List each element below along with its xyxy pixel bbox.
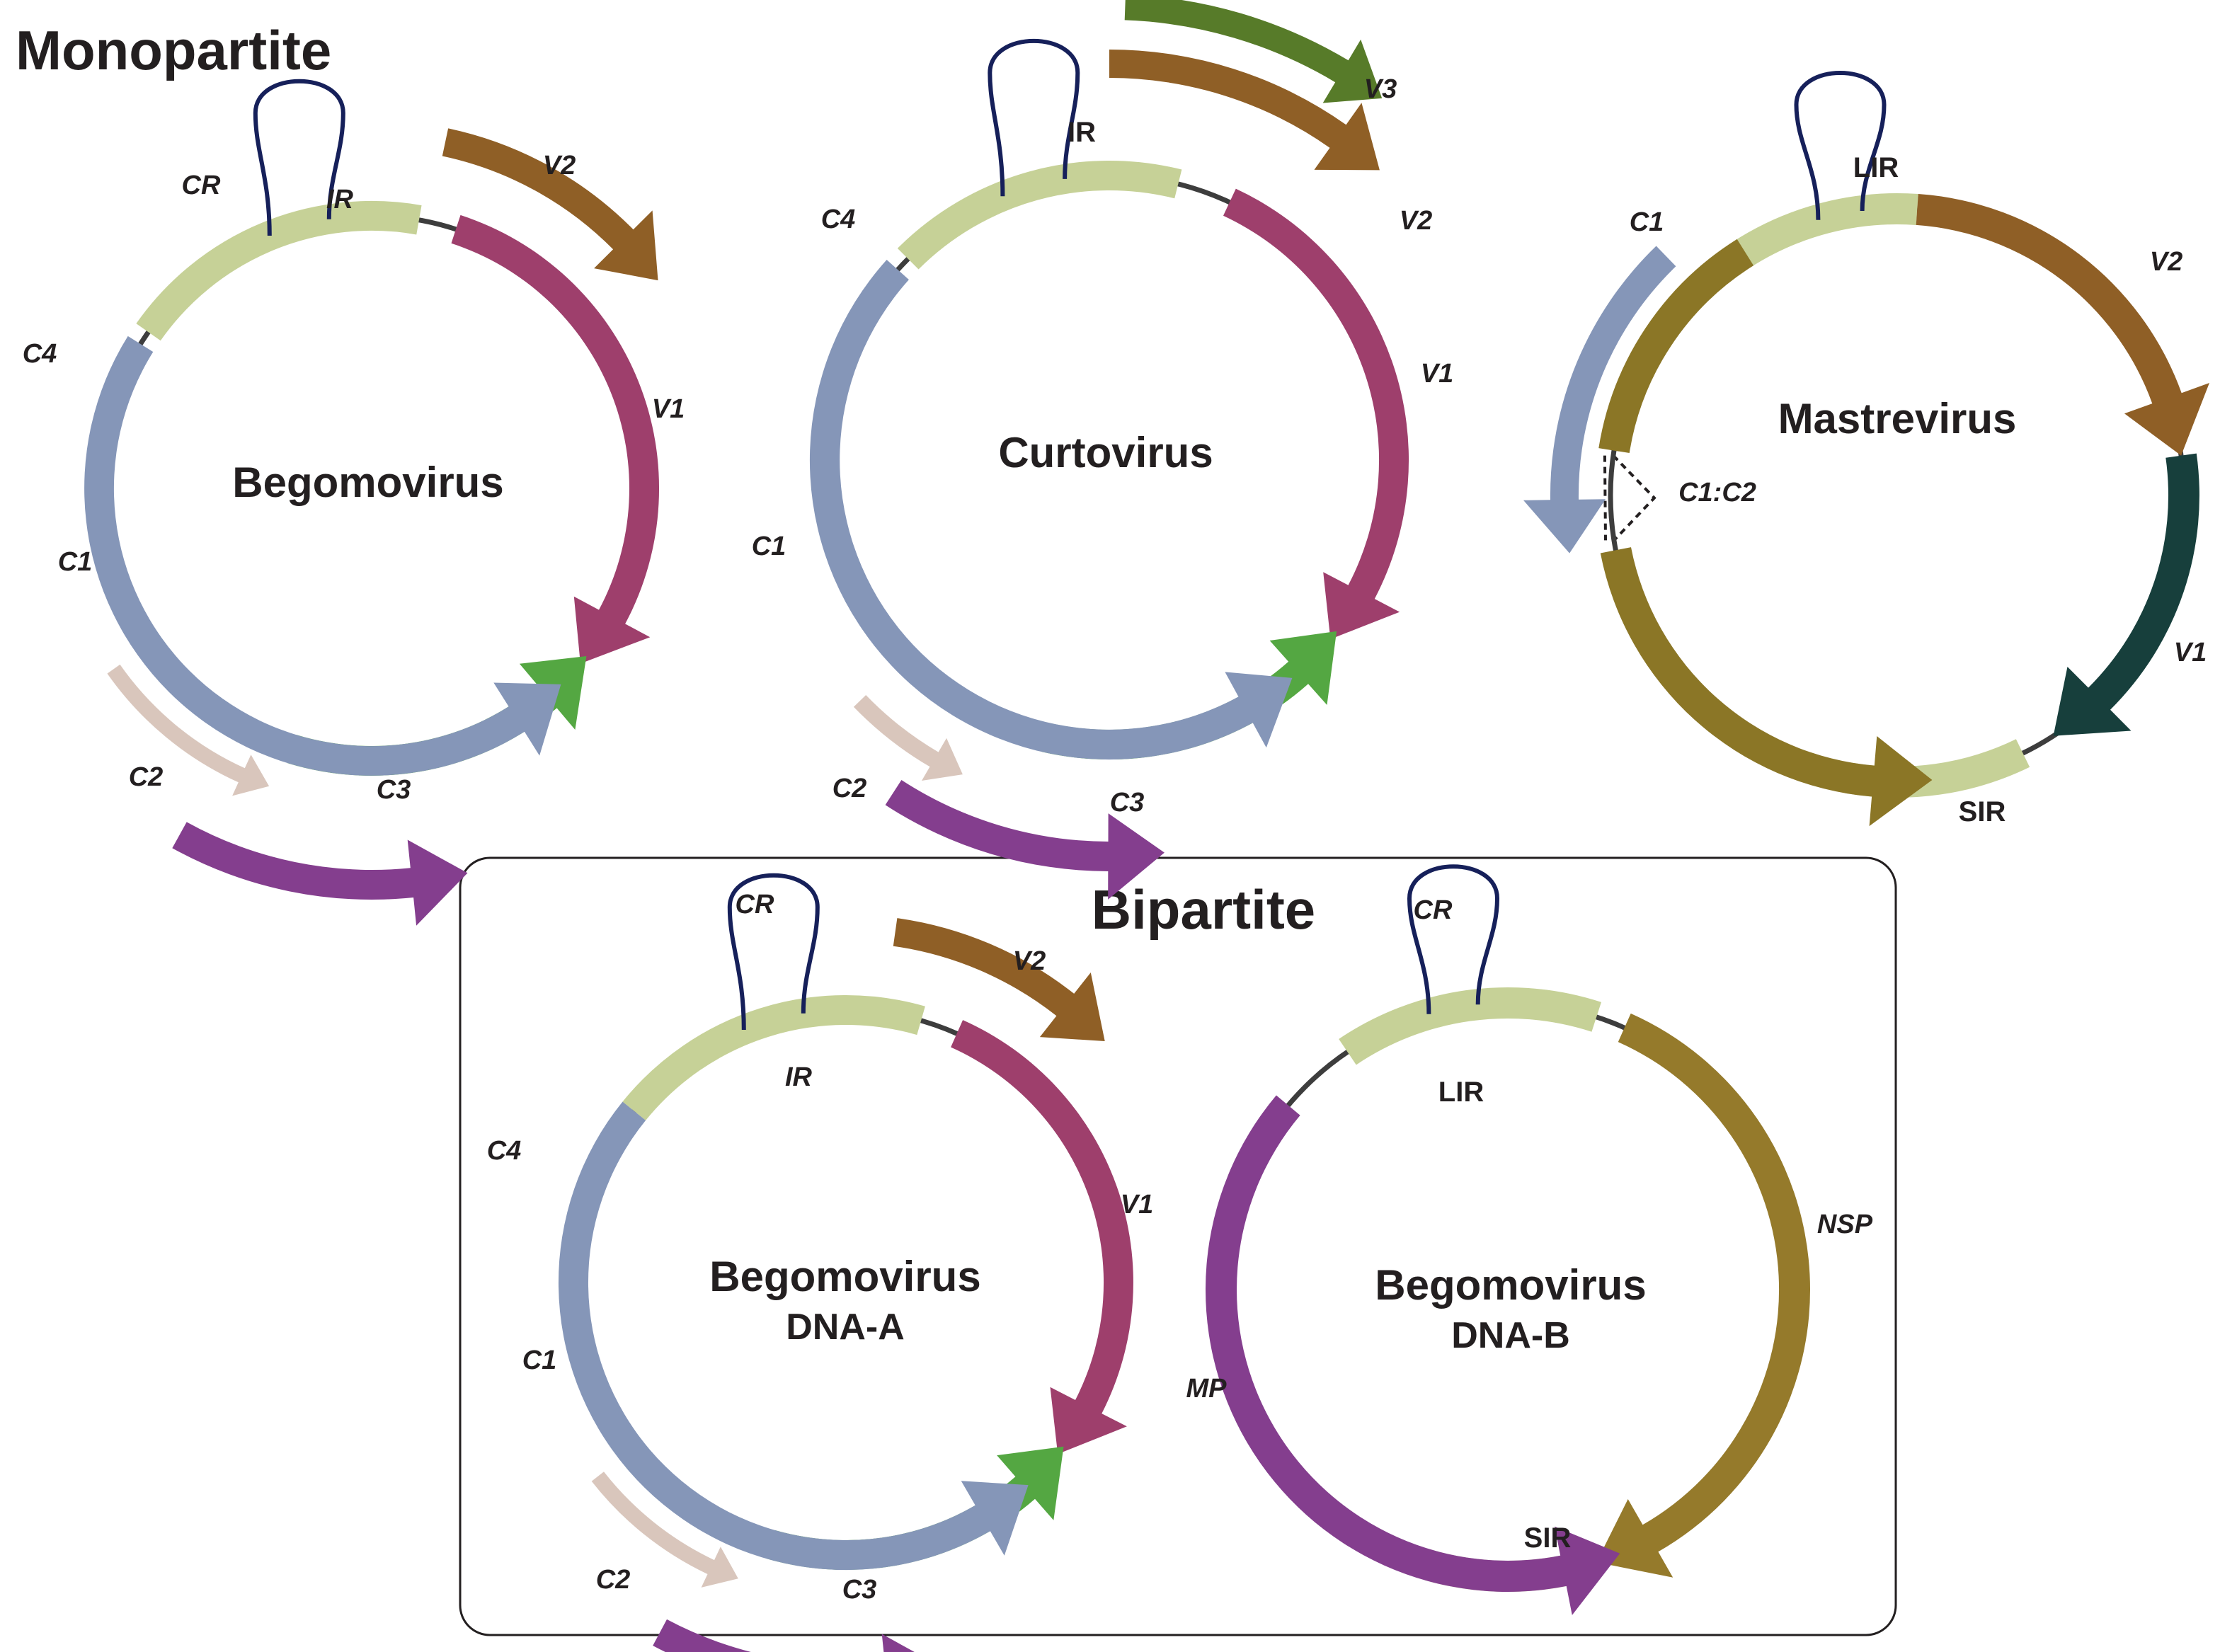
dna-a-c1-arrow (558, 1101, 1029, 1571)
dna-a-stem-loop (727, 873, 820, 1031)
mastrevirus-c1c2-label: C1:C2 (1678, 478, 1756, 507)
dna-a-c4-arrow (591, 1472, 738, 1588)
dna-b-nsp-arrow (1596, 1013, 1811, 1578)
mastrevirus-intron-marker (1603, 454, 1657, 541)
dna-a-v2-label: V2 (1013, 946, 1046, 976)
mastrevirus-lir-region (1732, 193, 1918, 268)
mastrevirus-c1-exon1 (1598, 239, 1754, 454)
begomovirus-c2-arrow (172, 822, 468, 926)
dna-a-ir-region (622, 995, 925, 1120)
mastrevirus-sir-label: SIR (1959, 796, 2006, 827)
curtovirus-stem-loop (988, 38, 1080, 197)
dna-b-sir-label: SIR (1524, 1522, 1572, 1554)
dna-a-v1-arrow (951, 1020, 1133, 1455)
dna-a-c4-label: C4 (487, 1136, 522, 1166)
begomovirus-genome: Begomovirus CR IR V2 V1 C4 C1 C2 C3 (23, 79, 685, 926)
begomovirus-ir-region (136, 200, 422, 341)
mastrevirus-c1-arrow (1523, 246, 1676, 553)
begomovirus-c3-label: C3 (377, 775, 411, 805)
curtovirus-c1-arrow (809, 260, 1293, 760)
mastrevirus-genome: Mastrevirus LIR SIR V2 V1 C1 C1:C2 (1523, 71, 2209, 827)
bipartite-heading: Bipartite (1092, 878, 1315, 941)
curtovirus-c2-label: C2 (832, 774, 867, 803)
dna-b-cr-label: CR (1414, 895, 1453, 925)
dna-a-v1-label: V1 (1121, 1190, 1153, 1220)
dna-a-cr-label: CR (736, 890, 774, 919)
dna-a-v2-arrow (893, 918, 1105, 1041)
begomovirus-name: Begomovirus (232, 459, 503, 506)
begomovirus-cr-label: CR (182, 171, 221, 200)
begomovirus-v1-arrow (451, 214, 660, 664)
dna-b-name: Begomovirus (1375, 1261, 1646, 1309)
curtovirus-name: Curtovirus (998, 429, 1213, 476)
curtovirus-ir-label: IR (1068, 117, 1096, 148)
mastrevirus-lir-label: LIR (1853, 152, 1899, 183)
dna-a-subtitle: DNA-A (786, 1307, 905, 1348)
dna-a-c1-label: C1 (522, 1346, 557, 1375)
mastrevirus-name: Mastrevirus (1778, 395, 2017, 442)
begomovirus-c1-arrow (84, 335, 561, 776)
curtovirus-v3-label: V3 (1364, 74, 1397, 104)
dna-b-stem-loop (1407, 864, 1500, 1014)
curtovirus-c1-label: C1 (752, 532, 786, 561)
begomovirus-v1-label: V1 (652, 394, 685, 424)
dna-a-c2-label: C2 (596, 1565, 631, 1595)
mastrevirus-v2-arrow (1916, 194, 2209, 456)
curtovirus-c2-arrow (885, 780, 1165, 900)
dna-b-mp-arrow (1205, 1095, 1620, 1615)
curtovirus-v3-arrow (1124, 0, 1383, 103)
begomovirus-ir-label: IR (326, 185, 354, 214)
curtovirus-v2-label: V2 (1400, 206, 1432, 236)
mastrevirus-v1-arrow (2053, 453, 2199, 736)
dna-a-c3-label: C3 (842, 1575, 877, 1605)
dna-a-name: Begomovirus (709, 1253, 980, 1300)
dna-b-lir-region (1339, 987, 1601, 1065)
curtovirus-v1-arrow (1223, 188, 1409, 640)
curtovirus-c4-arrow (853, 695, 963, 781)
curtovirus-c4-label: C4 (821, 205, 856, 234)
mastrevirus-stem-loop (1794, 71, 1887, 220)
begomovirus-v2-arrow (442, 128, 658, 281)
dna-b-lir-label: LIR (1438, 1077, 1484, 1108)
dna-a-c2-arrow (653, 1619, 915, 1652)
begomovirus-stem-loop (253, 79, 345, 236)
curtovirus-v2-arrow (1109, 50, 1380, 171)
dna-b-mp-label: MP (1186, 1374, 1228, 1404)
curtovirus-c3-label: C3 (1110, 788, 1145, 818)
dna-a-genome: Begomovirus DNA-A CR IR V2 V1 C4 C1 C2 C… (487, 873, 1153, 1652)
mastrevirus-v1-label: V1 (2174, 638, 2207, 667)
bipartite-panel (459, 856, 1897, 1636)
monopartite-heading: Monopartite (16, 19, 331, 81)
dna-a-ir-label: IR (785, 1062, 813, 1092)
curtovirus-v1-label: V1 (1421, 359, 1453, 389)
mastrevirus-c1c2-exon2-arrow (1600, 547, 1933, 827)
mastrevirus-c1-label: C1 (1630, 207, 1664, 237)
dna-b-nsp-label: NSP (1817, 1210, 1873, 1239)
begomovirus-c1-label: C1 (58, 547, 93, 577)
begomovirus-c2-label: C2 (129, 762, 164, 792)
mastrevirus-v2-label: V2 (2150, 247, 2182, 277)
curtovirus-genome: Curtovirus IR V3 V2 V1 C4 C1 C2 C3 (752, 0, 1453, 900)
begomovirus-c4-label: C4 (23, 339, 57, 369)
curtovirus-ir-region (897, 160, 1182, 270)
begomovirus-v2-label: V2 (543, 151, 576, 180)
begomovirus-c4-arrow (107, 664, 270, 796)
dna-b-genome: Begomovirus DNA-B CR LIR SIR NSP MP (1186, 864, 1873, 1615)
dna-b-subtitle: DNA-B (1451, 1315, 1570, 1356)
